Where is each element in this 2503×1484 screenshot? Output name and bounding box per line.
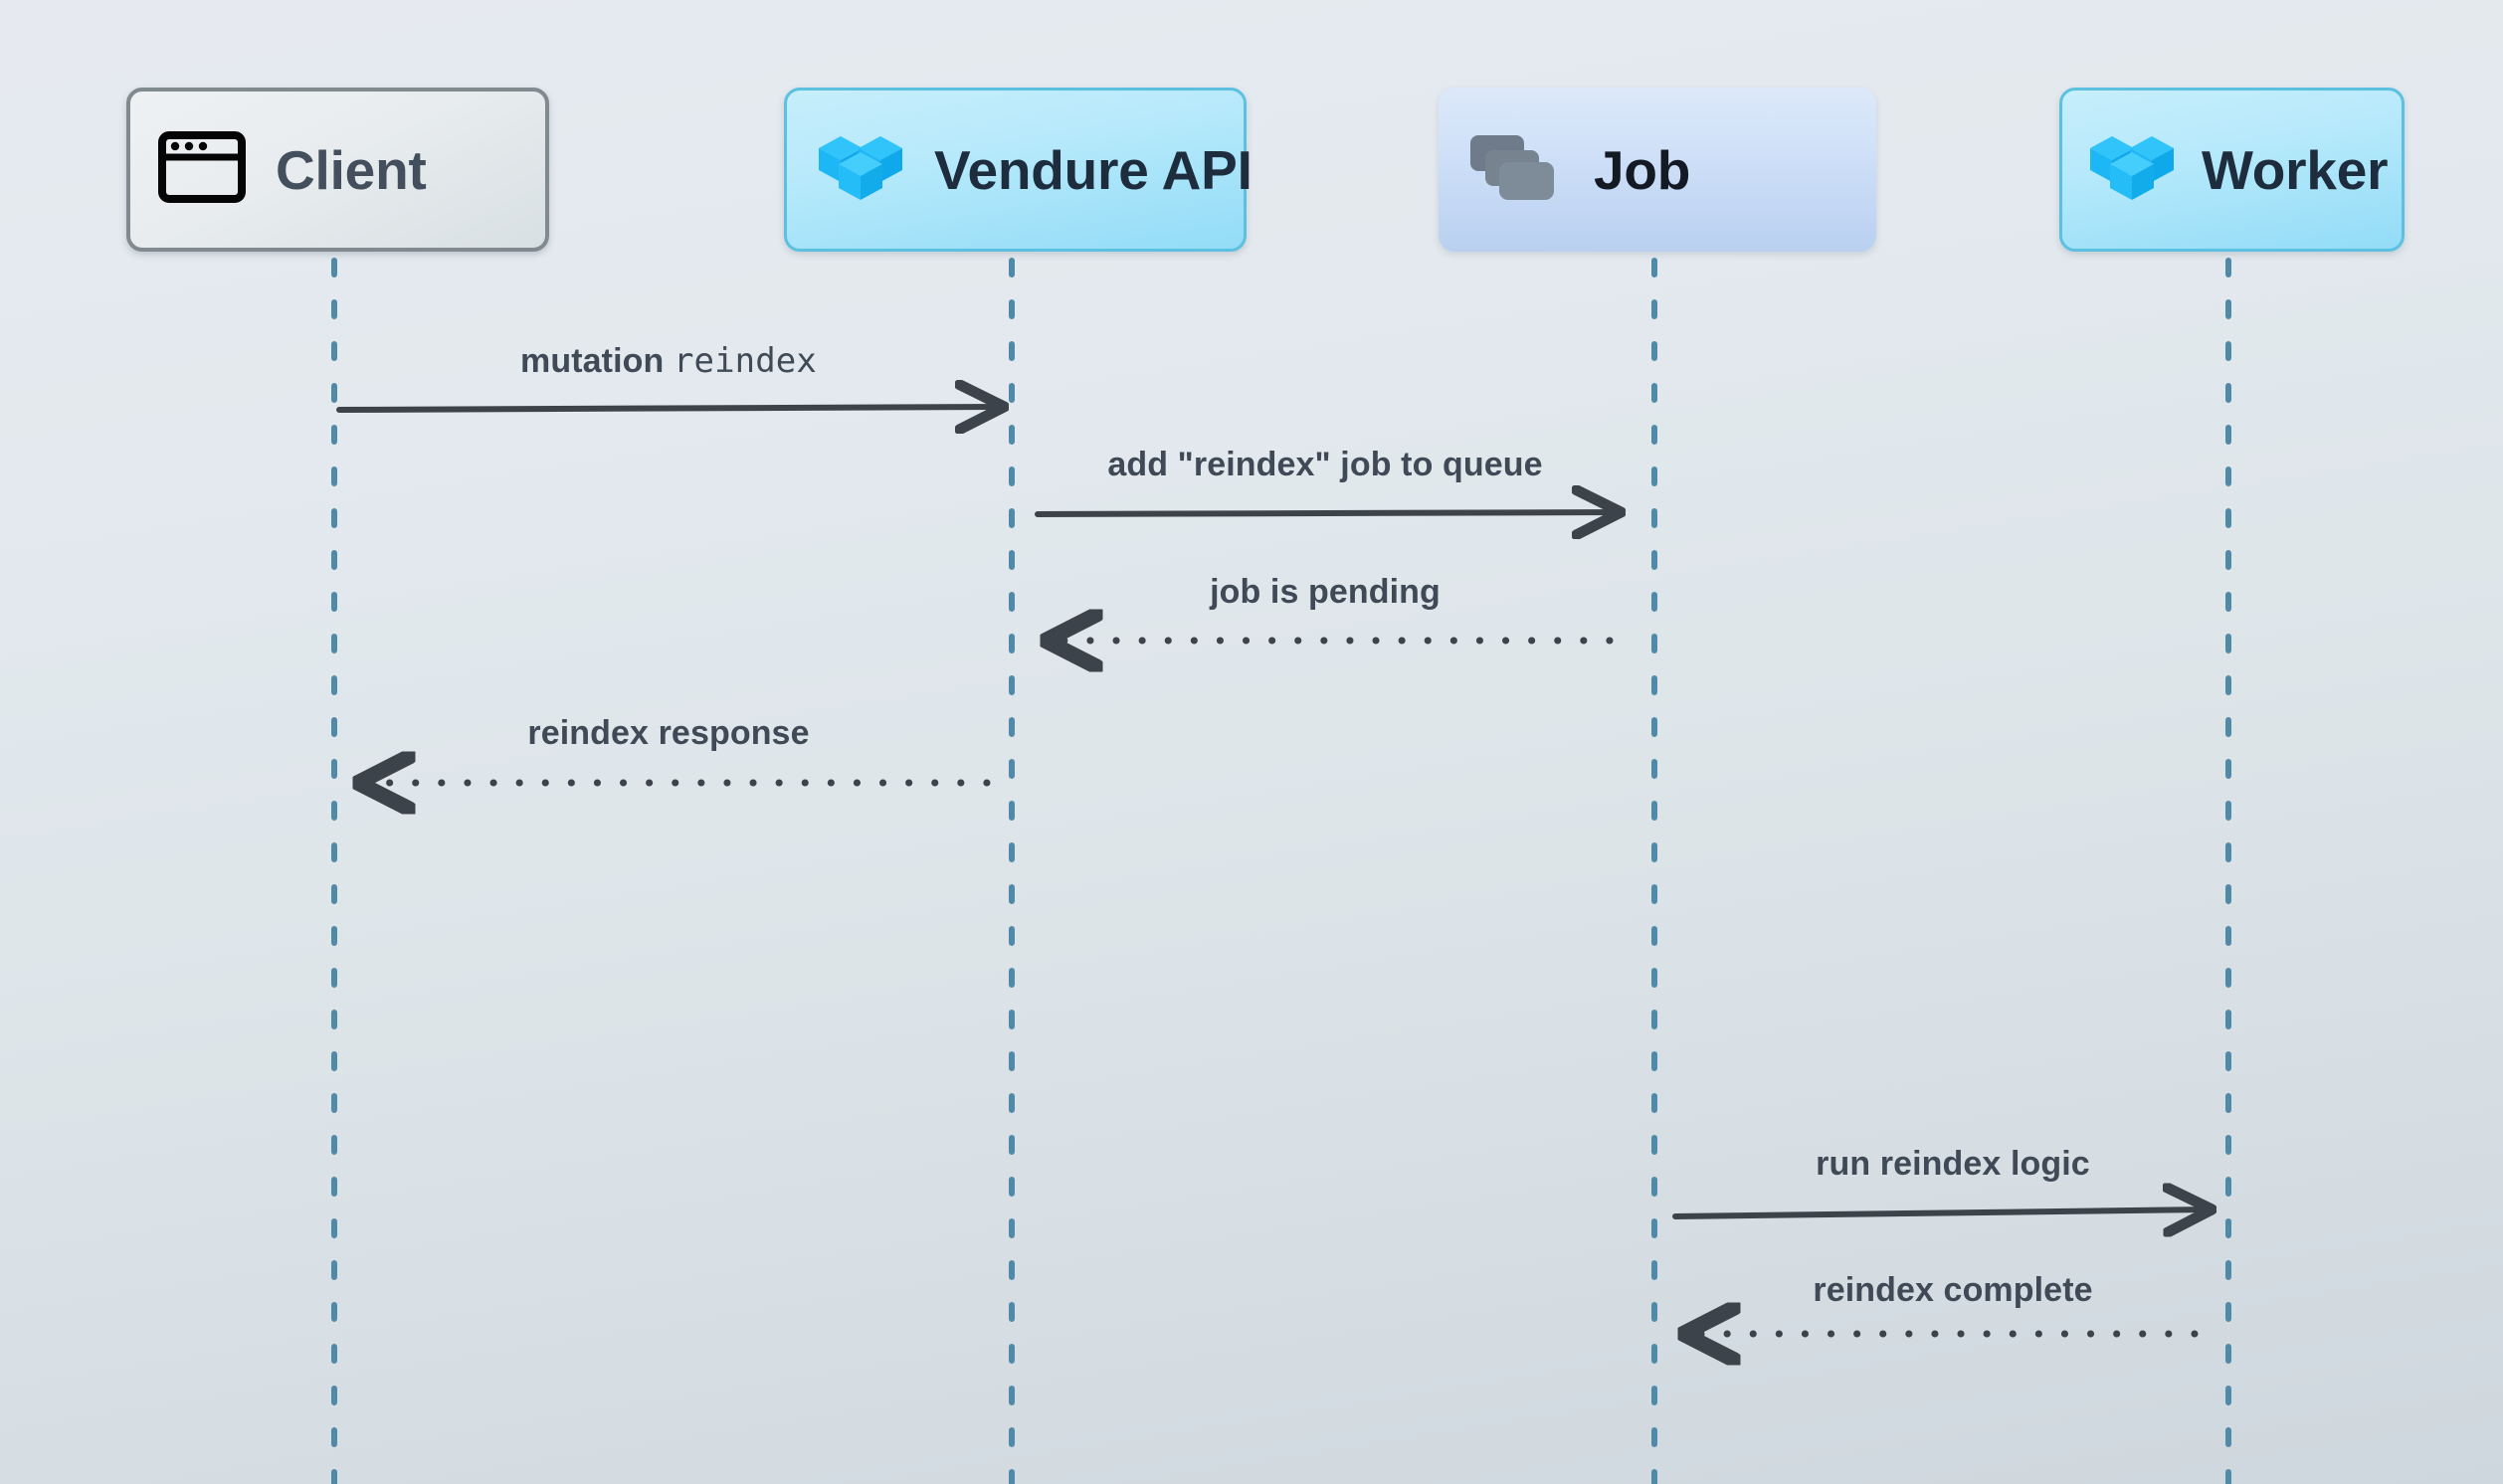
message-label-mutation-reindex: mutation reindex xyxy=(520,341,817,381)
participant-worker[interactable]: Worker xyxy=(2059,88,2405,252)
browser-window-icon xyxy=(158,131,246,208)
message-arrow-mutation-reindex xyxy=(336,407,1001,410)
message-label-text-plain: mutation xyxy=(520,342,665,380)
message-label-reindex-response: reindex response xyxy=(527,714,810,752)
message-label-run-reindex-logic: run reindex logic xyxy=(1816,1145,2090,1183)
participant-client[interactable]: Client xyxy=(126,88,549,252)
message-arrow-run-reindex-logic xyxy=(1672,1209,2209,1216)
participant-label-vendure-api: Vendure API xyxy=(934,138,1252,201)
participant-job[interactable]: Job xyxy=(1439,88,1876,252)
participant-label-worker: Worker xyxy=(2202,138,2389,201)
message-label-job-is-pending: job is pending xyxy=(1210,573,1441,611)
lifelines xyxy=(331,258,2231,1484)
vendure-cubes-icon xyxy=(813,126,908,213)
message-label-add-reindex-job: add "reindex" job to queue xyxy=(1107,446,1543,483)
message-label-reindex-complete: reindex complete xyxy=(1813,1271,2093,1309)
stacked-cards-icon xyxy=(1466,129,1558,210)
participant-label-job: Job xyxy=(1594,138,1691,201)
message-label-text-code: reindex xyxy=(673,341,817,381)
participant-label-client: Client xyxy=(276,138,427,201)
message-arrow-add-reindex-job xyxy=(1035,512,1618,514)
vendure-cubes-icon xyxy=(2084,126,2180,213)
participant-vendure-api[interactable]: Vendure API xyxy=(784,88,1252,252)
